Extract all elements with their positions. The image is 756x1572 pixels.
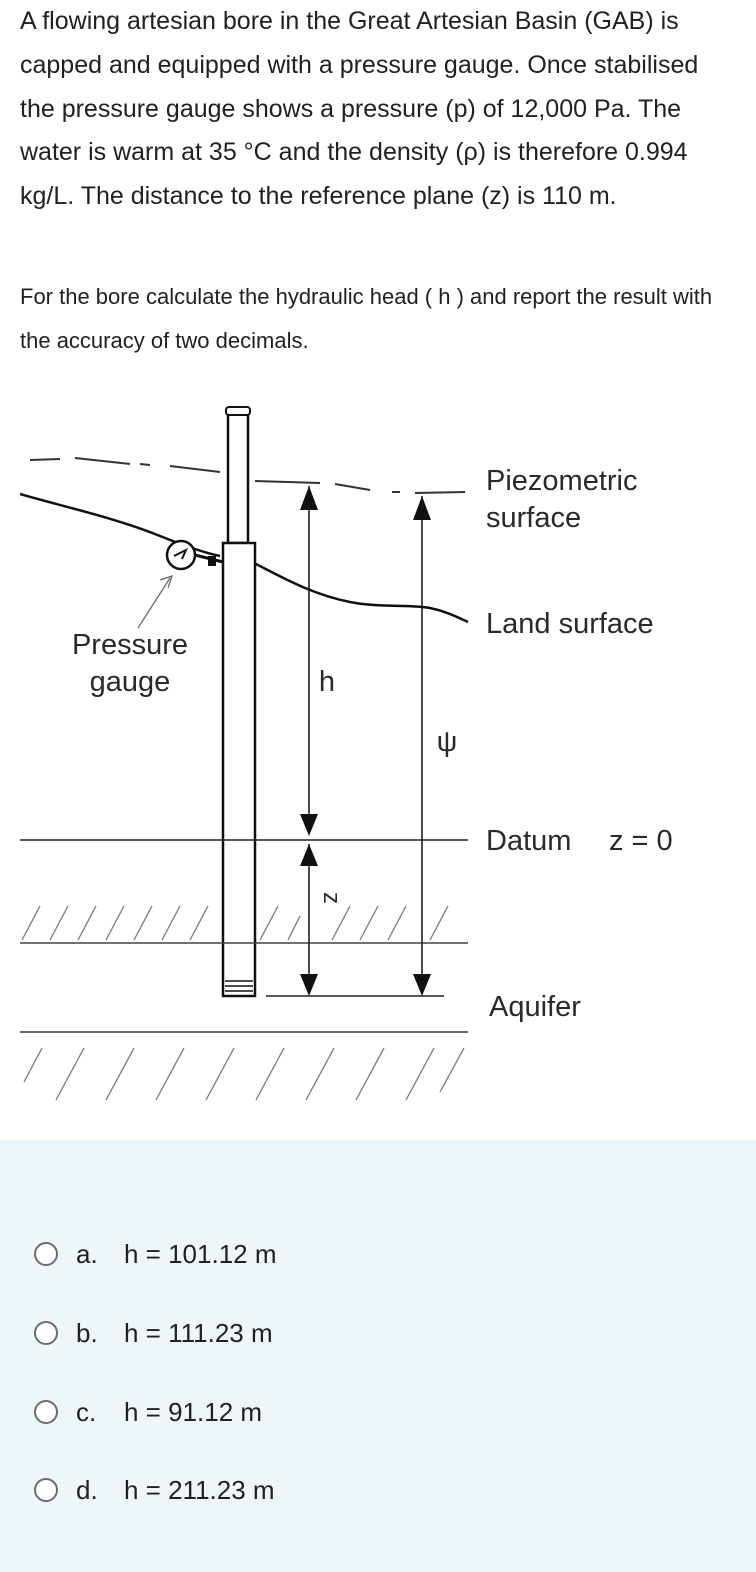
label-aquifer: Aquifer <box>489 991 581 1023</box>
option-d-letter: d. <box>76 1474 98 1505</box>
label-z: z <box>318 892 345 904</box>
option-c[interactable]: c. h = 91.12 m <box>34 1392 454 1432</box>
option-b-text: h = 111.23 m <box>124 1317 273 1348</box>
gauge-pointer-line <box>137 577 171 629</box>
radio-a[interactable] <box>34 1242 58 1266</box>
label-datum: Datum <box>486 825 571 857</box>
option-a[interactable]: a. h = 101.12 m <box>34 1234 454 1274</box>
well-casing-upper <box>226 407 250 545</box>
radio-d[interactable] <box>34 1478 58 1502</box>
label-psi: ψ <box>437 726 458 758</box>
bore-diagram: Piezometric surface Land surface Pressur… <box>20 376 706 1127</box>
label-pressure: Pressure <box>72 629 188 661</box>
answer-options-area: a. h = 101.12 m b. h = 111.23 m c. h = 9… <box>0 1140 756 1572</box>
label-datum-z: z = 0 <box>609 825 673 857</box>
option-a-letter: a. <box>76 1238 98 1269</box>
well-casing <box>221 541 257 998</box>
pressure-gauge-icon <box>165 539 224 571</box>
option-c-letter: c. <box>76 1396 97 1427</box>
option-d-text: h = 211.23 m <box>124 1474 275 1505</box>
question-area: A flowing artesian bore in the Great Art… <box>20 7 713 1127</box>
radio-c[interactable] <box>34 1400 58 1424</box>
land-surface-line <box>20 492 469 624</box>
label-piezometric-surface-2: surface <box>486 502 581 534</box>
option-a-text: h = 101.12 m <box>124 1238 277 1269</box>
option-d[interactable]: d. h = 211.23 m <box>34 1470 454 1510</box>
question-instruction: For the bore calculate the hydraulic hea… <box>20 284 713 353</box>
question-text: A flowing artesian bore in the Great Art… <box>20 7 699 211</box>
radio-b[interactable] <box>34 1321 58 1345</box>
label-land-surface: Land surface <box>486 608 654 640</box>
aquifer-top-hatching <box>21 905 449 941</box>
label-gauge: gauge <box>90 666 171 698</box>
well-casing-top-cap <box>225 406 251 416</box>
option-c-text: h = 91.12 m <box>124 1396 263 1427</box>
label-h: h <box>319 666 335 698</box>
label-piezometric-surface-1: Piezometric <box>486 465 638 497</box>
option-b[interactable]: b. h = 111.23 m <box>34 1313 454 1353</box>
option-b-letter: b. <box>76 1317 98 1348</box>
aquifer-base-hatching <box>23 1047 465 1101</box>
